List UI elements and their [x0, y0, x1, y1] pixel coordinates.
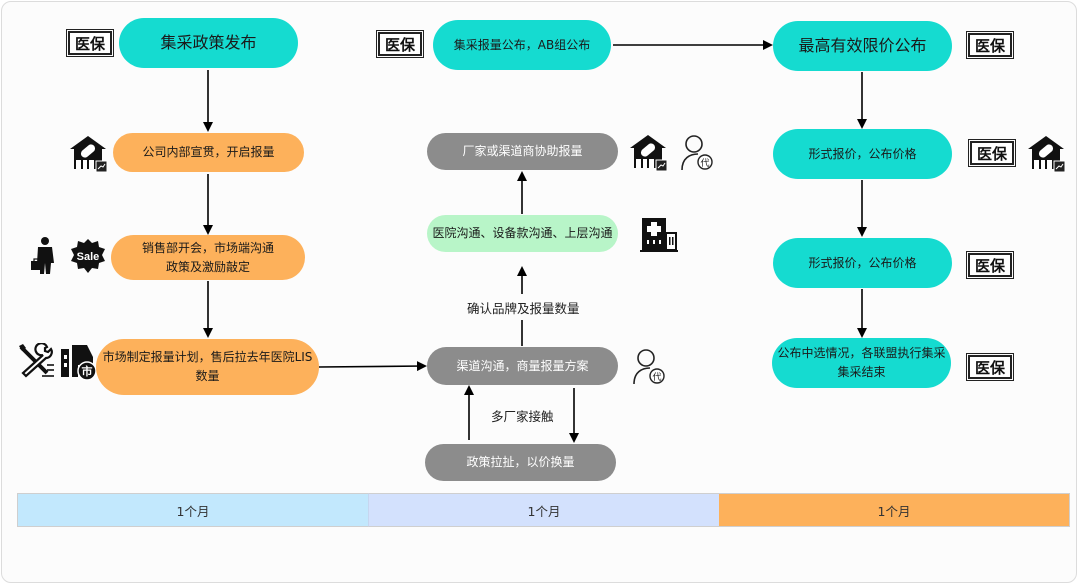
medical-insurance-badge: 医保 — [966, 31, 1014, 59]
node-selection-results-line1: 公布中选情况，各联盟执行集采 — [777, 346, 946, 361]
node-internal-briefing[interactable]: 公司内部宣贯，开启报量 — [113, 133, 304, 172]
node-price-cap-released[interactable]: 最高有效限价公布 — [773, 21, 952, 71]
timeline-phase-2: 1个月 — [368, 493, 719, 527]
medical-insurance-badge: 医保 — [966, 251, 1014, 279]
market-building-icon: 市 — [61, 345, 97, 385]
medical-insurance-badge: 医保 — [966, 353, 1014, 381]
agent-person-icon: 代 — [632, 348, 668, 390]
timeline-phase-3-label: 1个月 — [877, 503, 911, 519]
node-hospital-communication[interactable]: 医院沟通、设备款沟通、上层沟通 — [427, 215, 618, 252]
node-vendor-assist[interactable]: 厂家或渠道商协助报量 — [427, 133, 618, 170]
node-policy-negotiation[interactable]: 政策拉扯，以价换量 — [425, 444, 616, 481]
agent-person-icon: 代 — [680, 134, 716, 176]
node-sales-meeting[interactable]: 销售部开会，市场端沟通 政策及激励敲定 — [111, 235, 305, 280]
node-channel-communication[interactable]: 渠道沟通，商量报量方案 — [427, 347, 618, 385]
node-selection-results-line2: 集采结束 — [837, 365, 886, 379]
sale-badge-icon: Sale — [70, 238, 106, 278]
pharmacy-building-icon — [628, 132, 670, 178]
pharmacy-building-icon — [1026, 133, 1068, 179]
timeline-phase-1: 1个月 — [17, 493, 368, 527]
node-market-plan-line2: 数量 — [195, 369, 220, 383]
node-formal-quote-2[interactable]: 形式报价，公布价格 — [773, 238, 952, 288]
node-policy-release[interactable]: 集采政策发布 — [119, 18, 298, 68]
svg-text:Sale: Sale — [77, 251, 100, 263]
pharmacy-building-icon — [68, 133, 110, 179]
timeline-phase-2-label: 1个月 — [527, 503, 561, 519]
hospital-icon — [640, 216, 680, 258]
node-volume-announced[interactable]: 集采报量公布，AB组公布 — [433, 20, 611, 70]
svg-text:代: 代 — [700, 158, 709, 169]
node-market-plan[interactable]: 市场制定报量计划，售后拉去年医院LIS 数量 — [96, 339, 319, 395]
node-formal-quote-1[interactable]: 形式报价，公布价格 — [773, 129, 952, 179]
node-selection-results[interactable]: 公布中选情况，各联盟执行集采 集采结束 — [772, 338, 951, 388]
timeline-phase-3: 1个月 — [719, 493, 1070, 527]
wrench-screwdriver-icon — [17, 342, 55, 383]
edge-c1-c2 — [318, 361, 427, 372]
edge-label-confirm: 确认品牌及报量数量 — [465, 298, 582, 317]
edge-label-multi-vendor: 多厂家接触 — [489, 406, 556, 425]
medical-insurance-badge: 医保 — [66, 29, 114, 57]
businessman-icon — [31, 237, 55, 279]
svg-text:代: 代 — [652, 372, 661, 383]
medical-insurance-badge: 医保 — [968, 139, 1016, 167]
node-market-plan-line1: 市场制定报量计划，售后拉去年医院LIS — [102, 350, 313, 365]
medical-insurance-badge: 医保 — [376, 30, 424, 58]
timeline-phase-1-label: 1个月 — [176, 503, 210, 519]
svg-text:市: 市 — [82, 364, 93, 378]
node-sales-meeting-line2: 政策及激励敲定 — [165, 259, 250, 274]
node-sales-meeting-line1: 销售部开会，市场端沟通 — [141, 240, 274, 255]
